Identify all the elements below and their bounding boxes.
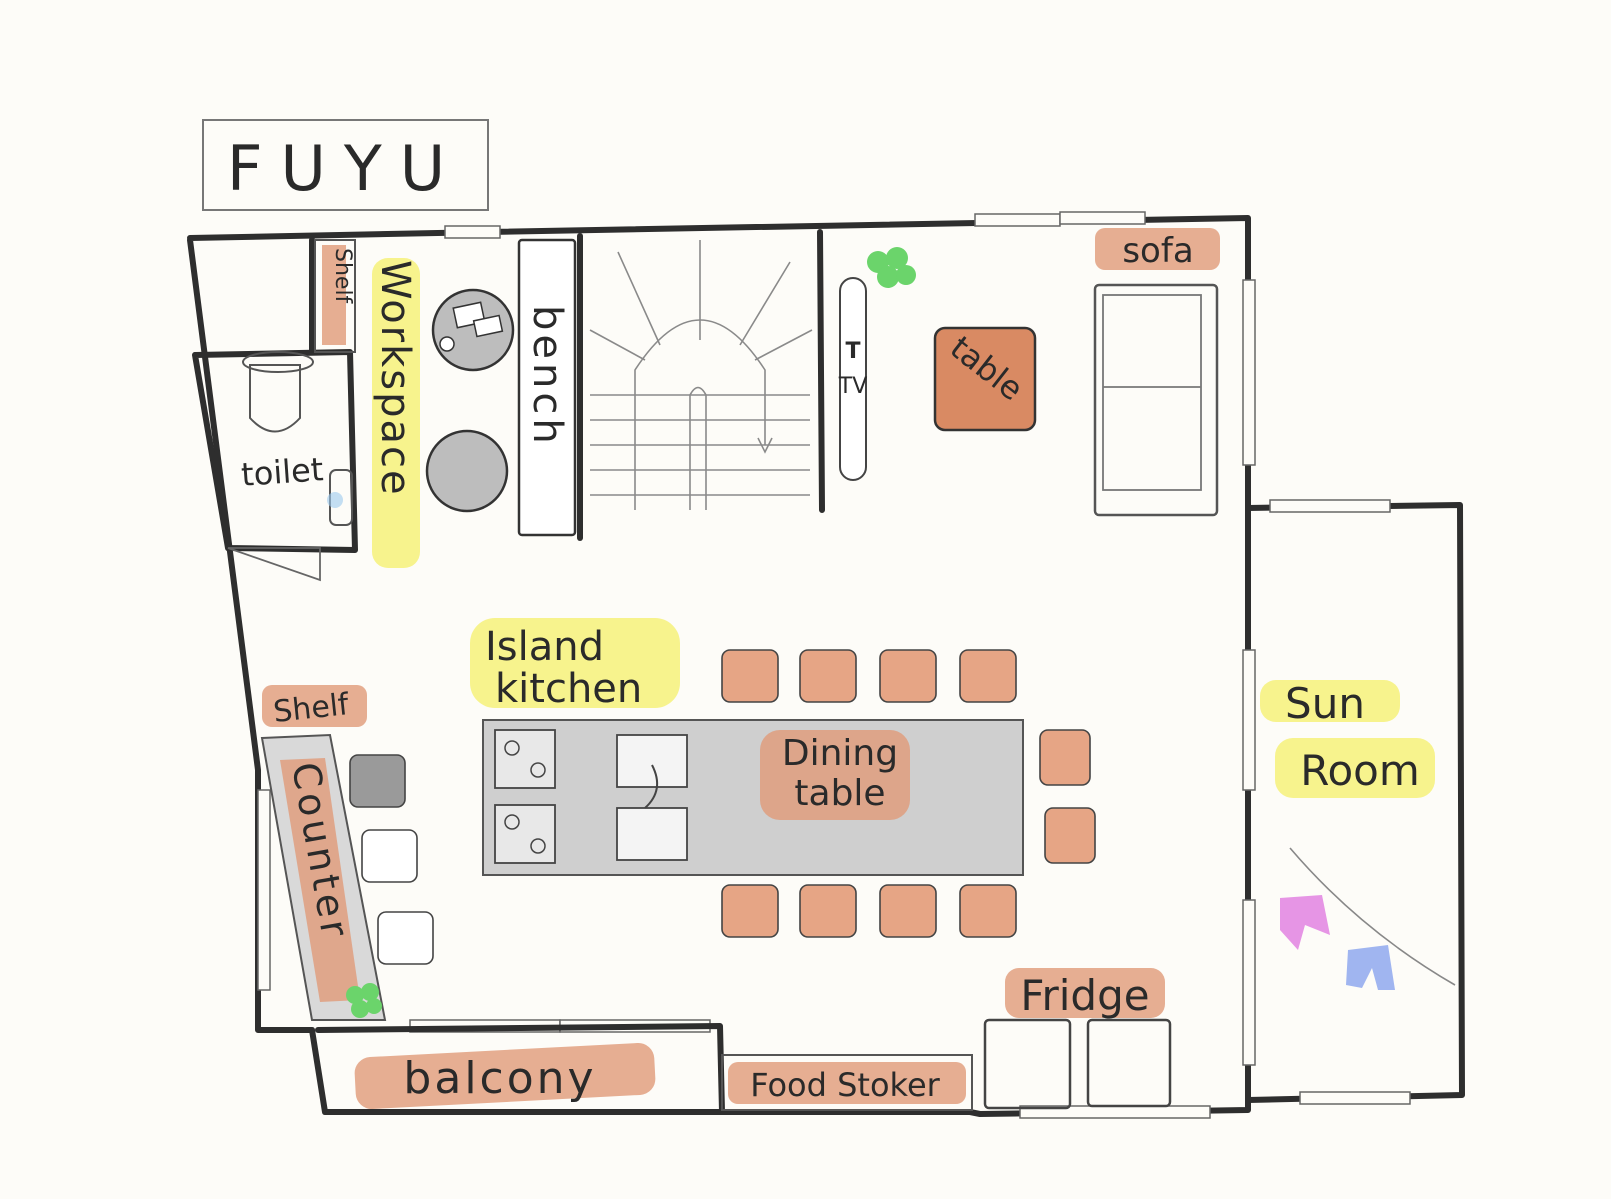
chairs (349, 649, 1096, 965)
stool (349, 754, 406, 808)
chair (721, 649, 779, 703)
bench: bench (517, 238, 577, 537)
sun-room-label-line1: Sun (1285, 679, 1365, 728)
workspace: Workspace (372, 258, 515, 568)
plant-top-icon (867, 247, 916, 288)
balcony-label: balcony (403, 1053, 596, 1104)
island-label-line2: kitchen (495, 666, 642, 712)
stove-icon (494, 804, 556, 864)
chair (1039, 729, 1091, 786)
fridge: Fridge (983, 968, 1172, 1110)
fridge-label: Fridge (1020, 971, 1149, 1020)
stove-icon (494, 729, 556, 789)
food-stoker: Food Stoker (721, 1054, 973, 1111)
stool (377, 911, 434, 965)
chair (879, 884, 937, 938)
clothesline (1289, 847, 1456, 986)
plant-bottom-icon (346, 983, 382, 1018)
food-stoker-label: Food Stoker (750, 1066, 940, 1104)
shirt-icon (1280, 895, 1330, 950)
chair (721, 884, 779, 938)
island-kitchen-label: Island kitchen (470, 618, 680, 712)
balcony: balcony (315, 1023, 725, 1115)
stool (361, 829, 418, 883)
sun-room-label-line2: Room (1300, 746, 1420, 795)
coffee-table: table (933, 326, 1037, 432)
chair (879, 649, 937, 703)
plan-title: FUYU (227, 132, 463, 205)
chair (799, 884, 857, 938)
sofa: sofa (1093, 228, 1220, 517)
dining-label-line2: table (794, 773, 885, 814)
sink-icon (616, 734, 688, 788)
shelf-top: Shelf (314, 239, 356, 353)
bench-label: bench (524, 305, 570, 448)
chair (1044, 807, 1096, 864)
title-box: FUYU (202, 119, 489, 211)
tv-label: TV (838, 374, 868, 399)
dining-label-line1: Dining (782, 733, 898, 774)
chair (799, 649, 857, 703)
sink-icon (616, 807, 688, 861)
toilet-label: toilet (240, 450, 325, 494)
sofa-label: sofa (1122, 231, 1193, 271)
island-label-line1: Island (485, 624, 604, 670)
pants-icon (1346, 945, 1395, 990)
chair (959, 649, 1017, 703)
shelf-left: Shelf (262, 685, 367, 730)
staircase (577, 229, 825, 541)
toilet-room: toilet (192, 237, 358, 582)
dining-table: Dining table (482, 719, 1024, 876)
workspace-label: Workspace (372, 260, 418, 497)
chair (959, 884, 1017, 938)
tv-label-t: T (845, 339, 860, 364)
tv: T TV (838, 277, 868, 481)
sun-room: Sun Room (1260, 679, 1456, 990)
shelf-left-label: Shelf (272, 687, 352, 730)
shelf-top-label: Shelf (330, 248, 355, 305)
